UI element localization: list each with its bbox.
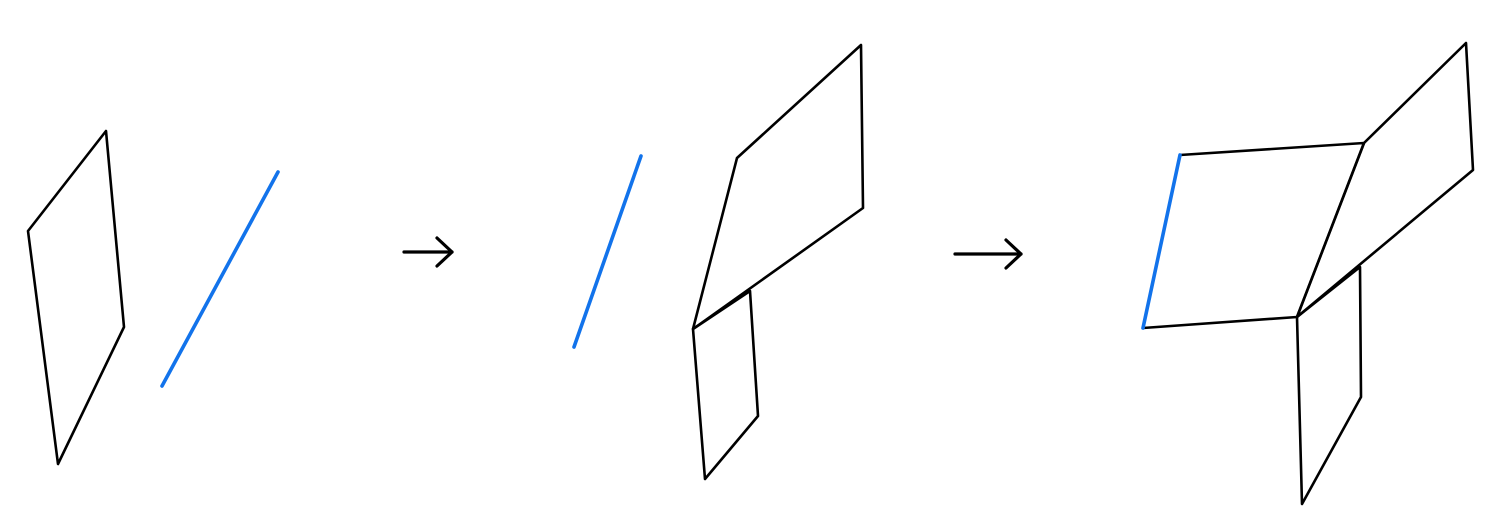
step-3-group — [1141, 41, 1475, 506]
step-3-panel-upper-right — [1295, 41, 1475, 319]
step-2-panel-lower — [691, 289, 760, 481]
step-arrow-2 — [953, 238, 1023, 270]
step-3-panel-lower — [1295, 265, 1363, 506]
right-arrow-icon — [435, 236, 454, 268]
step-2-group — [572, 43, 865, 481]
step-2-panel-large — [691, 43, 865, 331]
step-3-highlight-edge — [1141, 153, 1182, 330]
step-1-highlight-edge — [160, 170, 280, 388]
step-1-panel — [26, 129, 126, 466]
step-2-highlight-edge — [572, 154, 643, 349]
step-1-group — [26, 129, 280, 466]
right-arrow-icon — [1004, 238, 1023, 270]
step-arrow-1 — [402, 236, 454, 268]
